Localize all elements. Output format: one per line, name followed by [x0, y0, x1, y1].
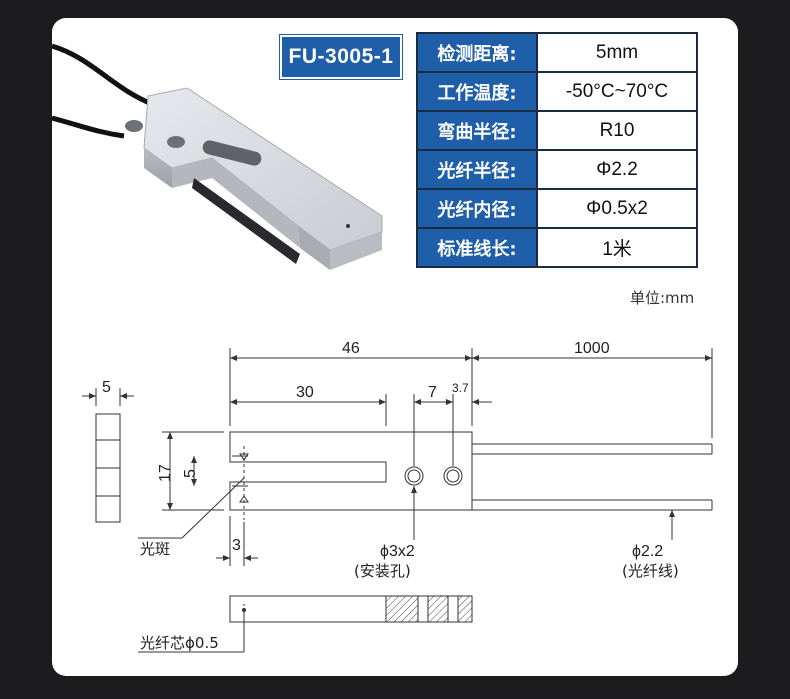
spec-label: 光纤内径:: [416, 188, 538, 229]
spec-table: 检测距离: 5mm 工作温度: -50°C~70°C 弯曲半径: R10 光纤半…: [416, 32, 698, 268]
label-fiber: (光纤线): [622, 562, 679, 580]
spec-value: R10: [536, 110, 698, 151]
spec-label: 标准线长:: [416, 227, 538, 268]
dim-3-7: 3.7: [452, 381, 469, 395]
product-card: FU-3005-1 检测距离: 5mm 工作温度: -50°C~70°C 弯曲半…: [52, 18, 738, 676]
dimension-drawing: 5 46: [82, 340, 713, 653]
spec-label: 检测距离:: [416, 32, 538, 73]
spec-value: 1米: [536, 227, 698, 268]
spec-label: 弯曲半径:: [416, 110, 538, 151]
spec-row: 光纤内径: Φ0.5x2: [416, 188, 698, 229]
bottom-view: 光纤芯ϕ0.5: [138, 595, 473, 653]
product-photo: [52, 43, 383, 270]
spec-row: 光纤半径: Φ2.2: [416, 149, 698, 190]
spec-label: 工作温度:: [416, 71, 538, 112]
fiber-cable: [52, 115, 125, 139]
dim-3: 3: [232, 537, 241, 554]
label-mount-hole-dim: ϕ3x2: [380, 543, 415, 560]
dim-46: 46: [342, 340, 360, 357]
dim-5-slot: 5: [182, 469, 199, 478]
fiber-cable: [52, 43, 153, 107]
label-spot: 光斑: [140, 540, 170, 558]
dim-30: 30: [296, 384, 314, 401]
spec-label: 光纤半径:: [416, 149, 538, 190]
dim-7: 7: [428, 384, 437, 401]
label-mount-hole: (安装孔): [354, 562, 411, 580]
label-fiber-dim: ϕ2.2: [632, 543, 663, 560]
spec-value: -50°C~70°C: [536, 71, 698, 112]
spec-value: Φ2.2: [536, 149, 698, 190]
side-view: 5: [82, 379, 134, 523]
spec-row: 标准线长: 1米: [416, 227, 698, 268]
unit-note: 单位:mm: [630, 289, 695, 307]
model-badge: FU-3005-1: [280, 35, 402, 79]
spec-row: 工作温度: -50°C~70°C: [416, 71, 698, 112]
spec-row: 弯曲半径: R10: [416, 110, 698, 151]
main-view: 46 1000 30 7 3.7 17 5: [138, 340, 713, 580]
spec-value: 5mm: [536, 32, 698, 73]
spec-value: Φ0.5x2: [536, 188, 698, 229]
spec-row: 检测距离: 5mm: [416, 32, 698, 73]
dim-1000: 1000: [574, 340, 610, 357]
label-core: 光纤芯ϕ0.5: [140, 634, 219, 652]
dim-17: 17: [157, 464, 174, 482]
dim-5-top: 5: [102, 379, 111, 396]
